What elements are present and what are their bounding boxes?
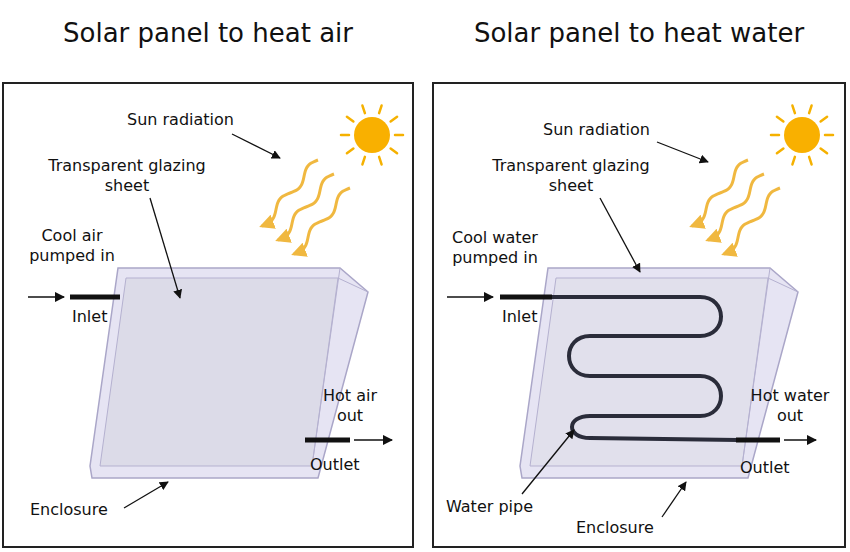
- part-label: Cool water pumped in: [440, 228, 550, 268]
- panel-frame: Solar panel to heat water: [432, 82, 846, 548]
- part-label: Sun radiation: [543, 120, 650, 140]
- part-label: Inlet: [72, 307, 107, 327]
- water-panel: [447, 268, 816, 478]
- part-label: Outlet: [310, 455, 360, 475]
- sun: [692, 106, 833, 254]
- part-label: Hot air out: [308, 386, 392, 426]
- part-label: Hot water out: [740, 386, 840, 426]
- part-label: Inlet: [502, 307, 537, 327]
- air-panel: [28, 268, 392, 478]
- panel-title: Solar panel to heat water: [434, 18, 844, 48]
- panel-frame: Solar panel to heat air: [2, 82, 414, 548]
- part-label: Water pipe: [446, 497, 533, 517]
- part-label: Sun radiation: [127, 110, 234, 130]
- part-label: Enclosure: [30, 500, 108, 520]
- part-label: Outlet: [740, 458, 790, 478]
- part-label: Cool air pumped in: [22, 226, 122, 266]
- part-label: Transparent glazing sheet: [42, 156, 212, 196]
- part-label: Enclosure: [576, 518, 654, 538]
- leader-lines: [124, 134, 708, 517]
- sun: [262, 106, 403, 254]
- part-label: Transparent glazing sheet: [486, 156, 656, 196]
- panel-title: Solar panel to heat air: [4, 18, 412, 48]
